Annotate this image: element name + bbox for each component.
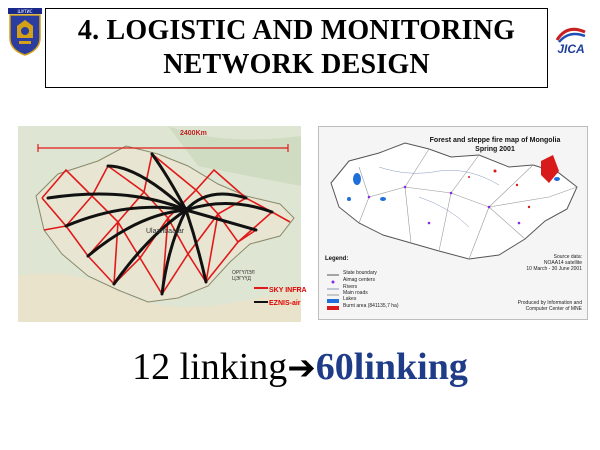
legend-state-boundary: State boundary	[343, 270, 377, 276]
university-logo: ШУТИС	[8, 8, 42, 56]
caption-before: 12 linking	[132, 346, 288, 388]
university-logo-text: ШУТИС	[18, 9, 33, 14]
legend-lakes: Lakes	[343, 296, 357, 302]
map-legend-small: ОРГҮЛЭЛ ЦЭГҮҮД	[232, 270, 255, 282]
fire-map-source: Source data: NOAA14 satellite 10 March -…	[478, 254, 582, 272]
jica-logo: JICA	[551, 20, 591, 56]
map-legend-small-line-2: ЦЭГҮҮД	[232, 276, 251, 282]
fire-map-title-line-2: Spring 2001	[475, 146, 515, 153]
fire-map-icon	[319, 127, 587, 319]
map-city-label: Ulaanbaatar	[146, 228, 185, 235]
fire-map	[318, 126, 588, 320]
jica-logo-text: JICA	[557, 42, 584, 56]
fire-map-legend-title: Legend:	[325, 256, 349, 262]
slide-title-line-2: NETWORK DESIGN	[163, 49, 430, 80]
legend-burnt-area: Burnt area (841135,7 ha)	[343, 303, 399, 309]
legend-main-roads: Main roads	[343, 290, 368, 296]
map-legend-small-line-1: ОРГҮЛЭЛ	[232, 270, 255, 276]
fire-map-title: Forest and steppe fire map of Mongolia S…	[420, 136, 570, 154]
map-icon	[18, 126, 301, 322]
legend-eznis-air: EZNIS-air	[269, 300, 301, 307]
legend-sky-infra: SKY INFRA	[269, 287, 307, 294]
slide-title-line-1: 4. LOGISTIC AND MONITORING	[77, 15, 516, 46]
map-scale-label: 2400Km	[180, 130, 207, 137]
fire-map-source-line-3: 10 March - 30 June 2001	[526, 266, 582, 272]
slide-title-box: 4. LOGISTIC AND MONITORING NETWORK DESIG…	[45, 8, 548, 88]
fire-map-source-line-2: NOAA14 satellite	[543, 260, 582, 266]
fire-map-title-line-1: Forest and steppe fire map of Mongolia	[429, 137, 561, 144]
fire-map-source-line-1: Source data:	[553, 254, 582, 260]
network-route-map	[18, 126, 301, 322]
fire-map-producer-line-2: Computer Center of MNE	[525, 306, 582, 312]
arrow-right-icon: ➔	[287, 348, 316, 388]
legend-aimag-centers: Aimag centers	[343, 277, 375, 283]
legend-rivers: Rivers	[343, 284, 358, 290]
linking-caption: 12 linking➔60linking	[0, 345, 600, 389]
caption-after: 60linking	[315, 346, 468, 388]
fire-map-producer: Produced by Information and Computer Cen…	[474, 300, 582, 312]
fire-map-producer-line-1: Produced by Information and	[517, 300, 582, 306]
